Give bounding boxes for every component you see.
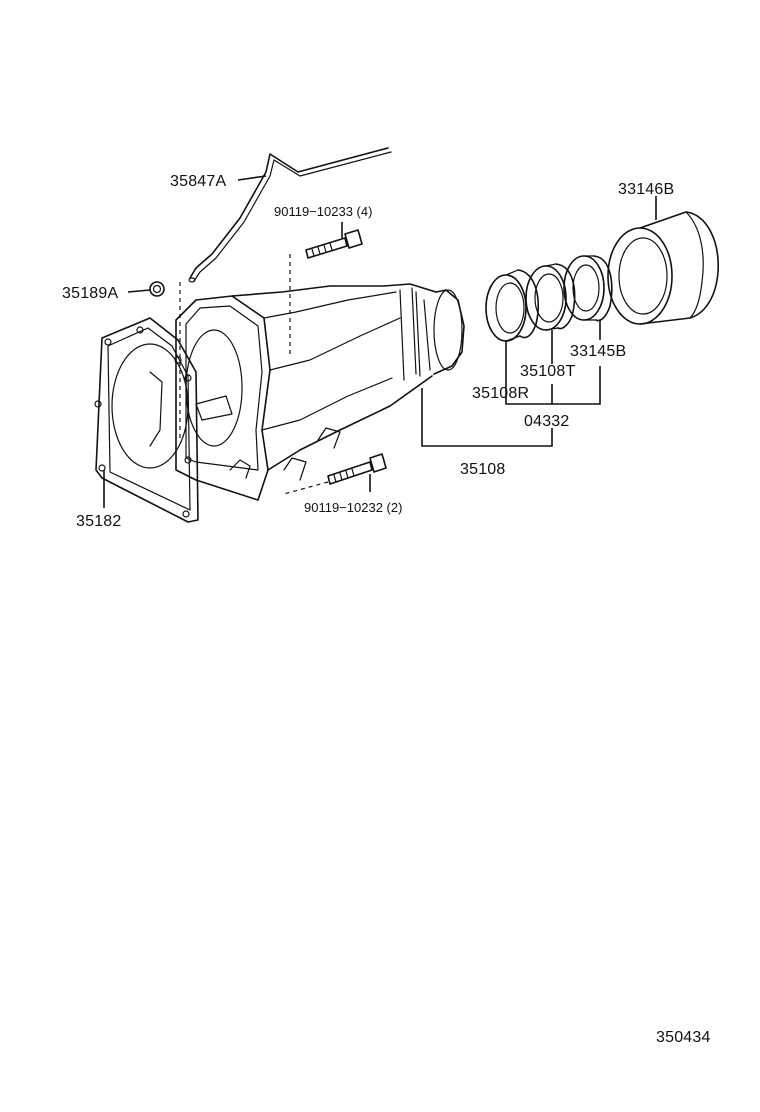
breather-tube: [188, 147, 392, 283]
bolt-lower: [283, 453, 387, 495]
label-90119-10232: 90119−10232 (2): [304, 500, 402, 515]
label-35108T: 35108T: [520, 363, 575, 380]
label-33146B: 33146B: [618, 181, 674, 198]
bushing: [563, 255, 613, 322]
bolt-upper: [289, 229, 363, 355]
plug: [149, 281, 181, 440]
dust-seal: [607, 211, 719, 325]
label-33145B: 33145B: [570, 343, 626, 360]
label-04332: 04332: [524, 413, 570, 430]
leader-lines: [103, 175, 657, 508]
extension-housing: [175, 283, 465, 501]
label-35108: 35108: [460, 461, 506, 478]
gasket: [94, 317, 199, 523]
seal-35108R: [485, 269, 540, 342]
part-35108T: [525, 263, 576, 331]
figure-number: 350434: [656, 1029, 711, 1046]
label-35182: 35182: [76, 513, 122, 530]
label-90119-10233: 90119−10233 (4): [274, 204, 372, 219]
label-35189A: 35189A: [62, 285, 118, 302]
label-35108R: 35108R: [472, 385, 529, 402]
label-35847A: 35847A: [170, 173, 226, 190]
